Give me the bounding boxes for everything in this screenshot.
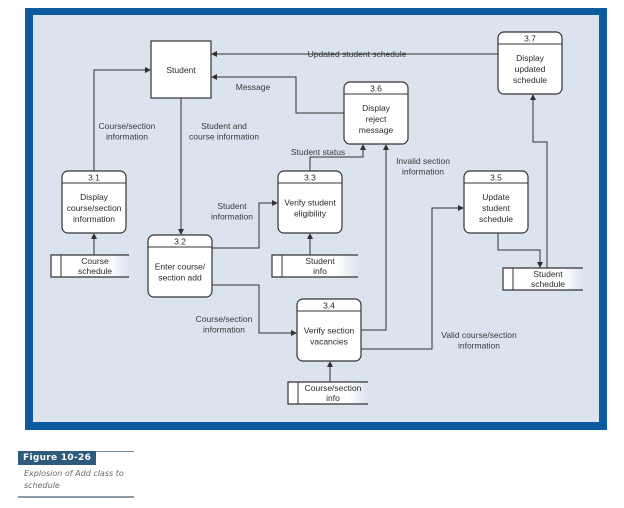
flow-3-4-to-3-6 [361, 144, 389, 331]
process-label: Update [482, 192, 510, 202]
process-label: Display [362, 103, 391, 113]
flow-3-5-to-student-schedule [497, 233, 543, 268]
process-label: Enter course/ [155, 262, 206, 272]
process-box [463, 170, 529, 234]
flow-student-schedule-to-3-7 [530, 94, 548, 268]
process-box [61, 170, 127, 234]
flow-3-2-to-3-4 [212, 284, 297, 336]
process-id: 3.3 [304, 173, 316, 183]
process-label: vacancies [310, 337, 348, 347]
store-label: schedule [531, 279, 565, 289]
flow-label: Student [217, 201, 247, 211]
store-label: schedule [78, 266, 112, 276]
store-label: Course/section [305, 383, 362, 393]
process-box [277, 170, 343, 234]
process-label: message [359, 125, 394, 135]
flow-label: Student and [201, 121, 247, 131]
flow-label: information [106, 132, 148, 142]
store-fill [272, 255, 358, 277]
entity-box [150, 40, 212, 99]
caption-italic: Add class to schedule [24, 469, 124, 490]
process-label: Display [80, 192, 109, 202]
store-fill [51, 255, 129, 277]
process-box [147, 234, 213, 298]
flow-label: information [211, 212, 253, 222]
process-label: schedule [479, 214, 513, 224]
figure-label: Figure 10-26 [18, 451, 97, 465]
store-label: info [326, 393, 340, 403]
store-fill [288, 382, 368, 404]
flow-label: course information [189, 132, 259, 142]
flow-3-6-to-student [211, 74, 344, 114]
flow-label: Updated student schedule [308, 49, 407, 59]
process-label: information [73, 214, 115, 224]
process-label: eligibility [294, 209, 327, 219]
process-label: section add [158, 273, 202, 283]
figure-caption: Explosion of Add class to schedule [24, 468, 136, 492]
flow-label: Valid course/section [441, 330, 517, 340]
process-id: 3.4 [323, 301, 335, 311]
store-outline [502, 267, 583, 291]
flow-label: information [458, 341, 500, 351]
process-label: Verify student [284, 198, 336, 208]
store-outline [50, 254, 129, 278]
flow-label: information [402, 167, 444, 177]
process-label: reject [366, 114, 387, 124]
process-label: schedule [513, 75, 547, 85]
flow-label: information [203, 325, 245, 335]
process-id: 3.7 [524, 34, 536, 44]
process-label: student [482, 203, 511, 213]
process-id: 3.5 [490, 173, 502, 183]
flow-label: Message [236, 82, 271, 92]
process-label: Verify section [304, 326, 355, 336]
store-label: Course [81, 256, 109, 266]
store-label: info [313, 266, 327, 276]
flow-3-3-to-3-6 [309, 144, 366, 171]
store-fill [503, 268, 583, 290]
store-outline [271, 254, 358, 278]
process-box [296, 298, 362, 362]
flow-label: Course/section [196, 314, 253, 324]
flow-3-4-to-3-5 [361, 205, 464, 350]
process-label: Display [516, 53, 545, 63]
process-box [343, 81, 409, 145]
process-label: updated [515, 64, 546, 74]
flow-label: Course/section [99, 121, 156, 131]
process-label: course/section [67, 203, 122, 213]
external-entity-student: Student [150, 40, 212, 99]
entity-label: Student [166, 65, 196, 75]
store-label: Student [533, 269, 563, 279]
flow-label: Invalid section [396, 156, 450, 166]
flow-label: Student status [291, 147, 345, 157]
process-id: 3.6 [370, 84, 382, 94]
flow-3-1-to-student [93, 67, 151, 171]
flow-3-2-to-3-3 [212, 200, 278, 249]
process-box [497, 31, 563, 95]
process-id: 3.2 [174, 237, 186, 247]
process-id: 3.1 [88, 173, 100, 183]
caption-prefix: Explosion of [24, 469, 76, 478]
store-outline [287, 381, 368, 405]
caption-rule-bottom [18, 496, 134, 498]
store-label: Student [305, 256, 335, 266]
